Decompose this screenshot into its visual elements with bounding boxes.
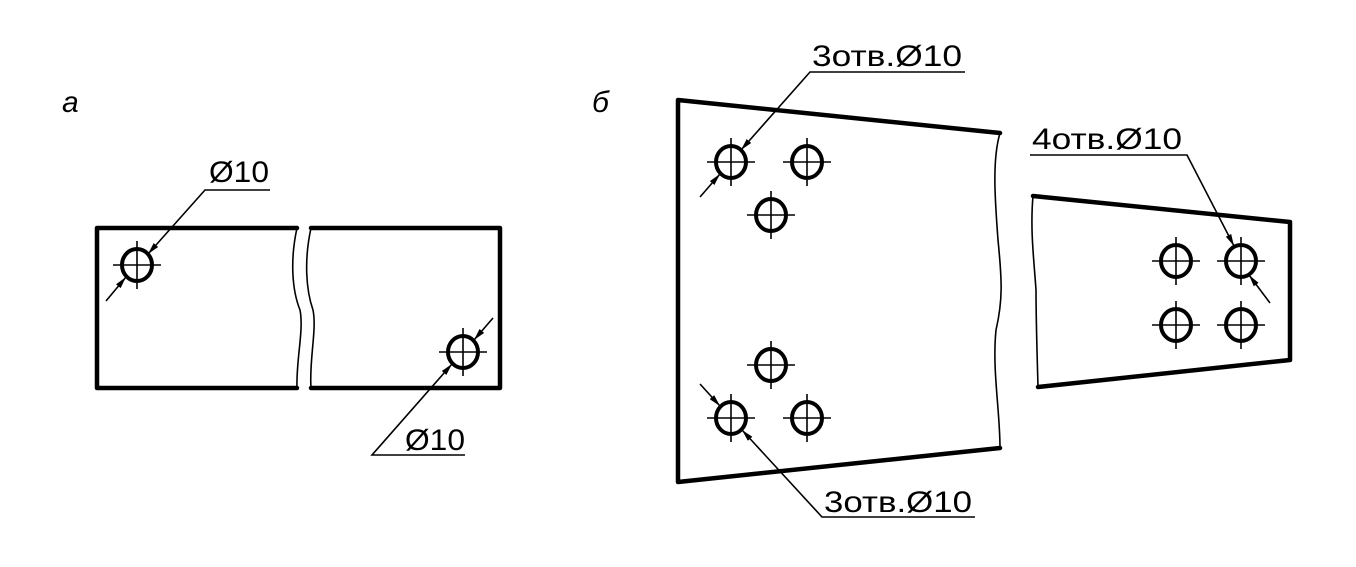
- callout-a1: Ø10: [209, 156, 269, 189]
- leader-a1: [105, 189, 270, 302]
- hole-b1: [705, 136, 757, 188]
- part-a-right: [305, 225, 503, 391]
- leader-b-bottom: [699, 383, 975, 518]
- hole-b10: [1215, 299, 1267, 351]
- leader-b-top: [699, 71, 965, 198]
- hole-b8: [1215, 235, 1267, 287]
- figure-label-b: б: [592, 86, 610, 119]
- callout-b-right: 4отв.Ø10: [1032, 123, 1182, 156]
- part-a-left: [94, 225, 302, 391]
- hole-b7: [1150, 235, 1202, 287]
- hole-b9: [1150, 299, 1202, 351]
- callout-b-bottom: 3отв.Ø10: [824, 486, 972, 519]
- part-b-small-plate: [1030, 193, 1293, 390]
- leader-a2: [370, 317, 494, 456]
- callout-b-top: 3отв.Ø10: [812, 40, 962, 73]
- part-b-large-plate: [675, 97, 1003, 485]
- figure-label-a: а: [62, 86, 79, 119]
- hole-b6: [781, 392, 833, 444]
- hole-b4: [745, 339, 797, 391]
- hole-b2: [781, 136, 833, 188]
- leader-b-right: [1030, 154, 1271, 304]
- hole-a2: [437, 326, 489, 378]
- hole-b5: [705, 392, 757, 444]
- callout-a2: Ø10: [405, 424, 465, 457]
- hole-b3: [745, 189, 797, 241]
